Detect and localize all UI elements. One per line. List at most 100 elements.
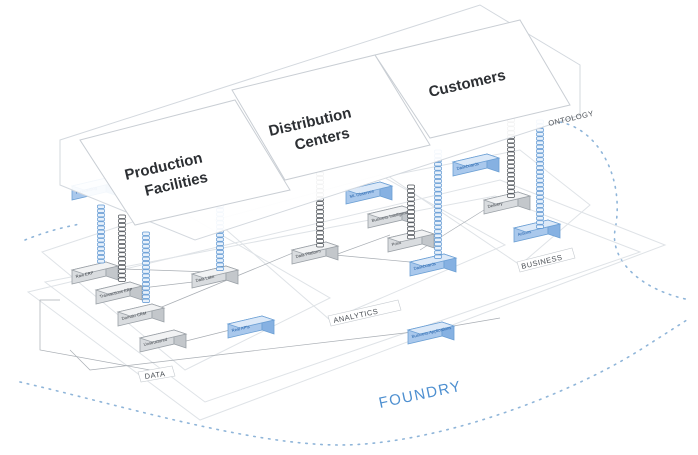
pillar-segment [216,262,224,267]
pillar-segment [97,208,105,213]
data-zone [40,207,332,371]
data-zone-label-frame: DATA [137,365,176,383]
pillar-segment [434,225,442,230]
pillar-segment [142,294,150,299]
pillar-segment [434,162,442,167]
pillar-segment [216,241,224,246]
pillar-segment [97,246,105,251]
pillar-segment [434,221,442,226]
panel-production-facilities [79,99,291,226]
pillar-segment [118,239,126,244]
pillar-segment [316,205,324,210]
pillar-segment [434,174,442,179]
pillar-segment [507,155,515,160]
pillar-segment [536,195,544,200]
pillar-segment [434,208,442,213]
pillar-segment [507,139,515,144]
node-face-top [190,265,240,279]
pillar-segment [118,227,126,232]
pillar-segment [216,245,224,250]
pillar-segment [97,229,105,234]
pillar-segment [118,269,126,274]
pillar-segment [434,200,442,205]
pillar-segment [407,226,415,231]
data-zone-label: DATA [144,369,166,381]
pillar-segment [118,231,126,236]
pillar-segment [97,217,105,222]
pillar-segment [142,277,150,282]
pillar-segment [118,214,126,219]
pillar-segment [434,187,442,192]
pillar-segment [118,256,126,261]
pillar-segment [118,248,126,253]
pillar-segment [118,252,126,257]
node-dashboards: Dashboards [451,153,501,177]
pillar-segment [536,165,544,170]
node-face-top [116,303,166,317]
pillar-segment [536,144,544,149]
pillar-segment [434,216,442,221]
pillar-segment [536,182,544,187]
node-label: ML Observes [349,189,374,199]
pillar-segment [536,136,544,141]
pillar-segment [407,209,415,214]
pillar-segment [536,212,544,217]
node-data-lake: Data Lake [190,265,240,289]
node-transactions-erp: Transactions ERP [94,281,144,305]
pillar-segment [536,132,544,137]
pillar-segment [434,204,442,209]
pillar-segment [507,151,515,156]
node-face-top [482,191,532,205]
pillar-segment [316,234,324,239]
pillar-segment [316,213,324,218]
pillar-segment [142,298,150,303]
pillar-segment [434,166,442,171]
pillar-segment [434,212,442,217]
ontology-link-pillar [536,119,544,229]
pillar-segment [536,140,544,145]
pillar-segment [316,201,324,206]
pillar-segment [142,244,150,249]
pillar-segment [118,218,126,223]
business-zone-label-frame: BUSINESS [516,247,576,273]
pillar-segment [142,261,150,266]
ontology-link-pillar [407,184,415,240]
pillar-segment [434,183,442,188]
pillar-segment [316,209,324,214]
node-face-top [451,153,501,167]
pillar-segment [407,197,415,202]
analytics-zone-label-frame: ANALYTICS [327,299,402,327]
pillar-segment [434,246,442,251]
pillar-segment [216,266,224,271]
pillar-segment [507,193,515,198]
pillar-segment [97,238,105,243]
pillar-segment [434,179,442,184]
pillar-segment [536,149,544,154]
pillar-segment [434,237,442,242]
pillar-segment [434,191,442,196]
node-label: Dashboards [456,161,479,171]
pillar-segment [434,229,442,234]
pillar-segment [407,214,415,219]
pillar-segment [118,277,126,282]
pillar-segment [536,153,544,158]
pillar-segment [536,203,544,208]
ontology-link-pillar [97,204,105,264]
pillar-segment [97,221,105,226]
pillar-segment [142,282,150,287]
pillar-segment [507,189,515,194]
pillar-segment [536,161,544,166]
pillar-segment [142,252,150,257]
node-delivery: Delivery [482,191,532,215]
node-label: Data Lake [195,274,215,283]
pillar-segment [216,233,224,238]
panel-customers [374,19,571,139]
pillar-segment [507,181,515,186]
pillar-segment [142,286,150,291]
pillar-segment [407,222,415,227]
node-data-platform: Data Platform [290,241,340,265]
pillar-segment [142,231,150,236]
pillar-segment [142,240,150,245]
